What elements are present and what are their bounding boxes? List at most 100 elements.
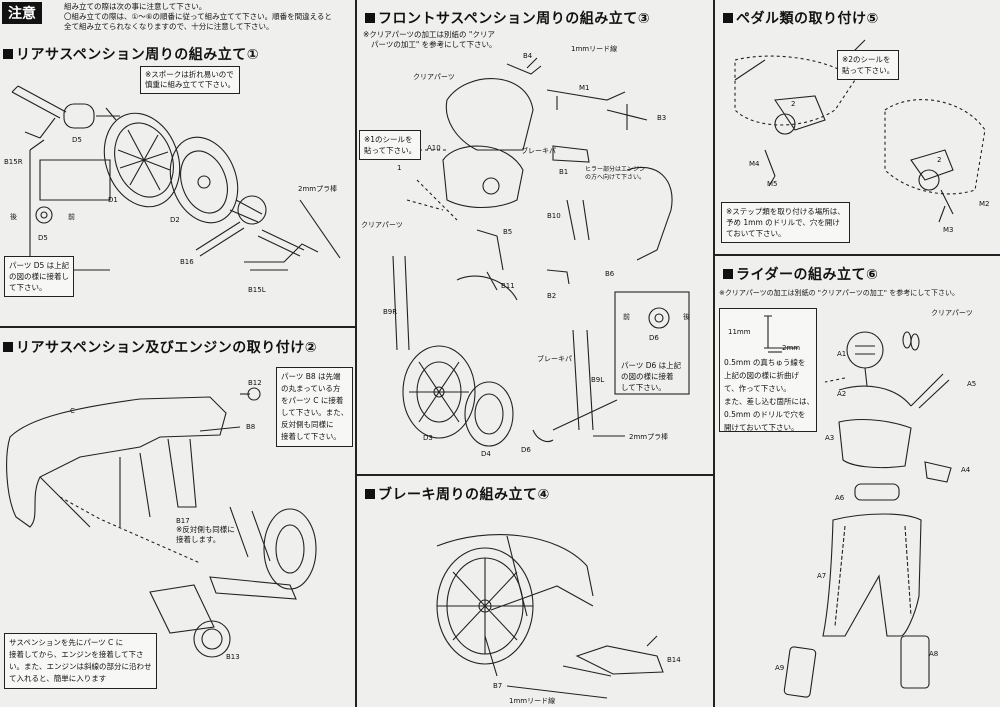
part-label: C [70, 407, 75, 415]
caution-line-1: 組み立ての際は次の事に注意して下さい。 [64, 2, 207, 11]
step3-lamp-note-1: ヒラー部分はエンジン [585, 166, 646, 173]
divider-step3-step4 [355, 474, 713, 476]
part-label: B15R [4, 158, 23, 166]
step3-seal-note: ※1のシールを 貼って下さい。 [359, 130, 422, 160]
part-label: A9 [775, 664, 785, 672]
part-label: B9R [383, 308, 398, 316]
step4-title: ブレーキ周りの組み立て④ [365, 484, 550, 504]
panel-step4: ブレーキ周りの組み立て④ B7 B14 1mmリード線 [357, 476, 713, 707]
step5-title: ペダル類の取り付け⑤ [723, 8, 879, 28]
step6-title: ライダーの組み立て⑥ [723, 264, 878, 284]
part-label: B4 [523, 52, 533, 60]
part-label: 2mmプラ棒 [298, 185, 338, 193]
step4-illustration [436, 534, 664, 699]
step6-illustration [783, 331, 952, 698]
part-label: M3 [943, 226, 954, 234]
step2-b8-note: パーツ B8 は先端 の丸まっている方 をパーツ C に接着 して下さい。また、… [276, 367, 354, 447]
step2-title: リアサスペンション及びエンジンの取り付け② [3, 337, 317, 357]
panel-header-step1: 注意 組み立ての際は次の事に注意して下さい。 〇組み立ての際は、①～⑥の順番に従… [0, 0, 355, 326]
part-label: A7 [817, 572, 827, 580]
part-label: 1 [397, 164, 402, 172]
step3-title: フロントサスペンション周りの組み立て③ [365, 8, 650, 28]
step4-lead-label: 1mmリード線 [509, 697, 556, 705]
divider-left [355, 0, 357, 707]
part-label: B10 [547, 212, 561, 220]
side-label-rear: 後 [10, 213, 17, 221]
part-label: B5 [503, 228, 513, 236]
part-label: A6 [835, 494, 845, 502]
side-label-front: 前 [68, 213, 75, 221]
title-marker-icon [365, 13, 375, 23]
part-label: M5 [767, 180, 778, 188]
part-label: D6 [521, 446, 531, 454]
step1-d5-note: パーツ D5 は上記 の図の様に接着し て下さい。 [4, 256, 75, 297]
part-label: B12 [248, 379, 262, 387]
part-label: B15L [248, 286, 266, 294]
part-label: B6 [605, 270, 615, 278]
part-label: D5 [72, 136, 82, 144]
part-label: M2 [979, 200, 990, 208]
part-label: D3 [423, 434, 433, 442]
step3-lamp-note-2: の方へ向けて下さい。 [585, 174, 646, 181]
part-label: A5 [967, 380, 977, 388]
part-label: A4 [961, 466, 971, 474]
step2-illustration [6, 375, 341, 658]
part-label: A1 [837, 350, 847, 358]
part-label: クリアパーツ [413, 73, 455, 81]
step5-seal-note: ※2のシールを 貼って下さい。 [837, 50, 900, 80]
step6-wire-note: 11mm 2mm 0.5mm の真ちゅう線を 上記の図の様に折曲げ て、作って下… [719, 308, 817, 432]
caution-badge: 注意 [2, 2, 42, 24]
panel-step6: ライダーの組み立て⑥ ※クリアパーツの加工は別紙の "クリアパーツの加工" を参… [715, 256, 1000, 707]
part-label: B9L [591, 376, 605, 384]
title-marker-icon [723, 269, 733, 279]
step6-clear-note: ※クリアパーツの加工は別紙の "クリアパーツの加工" を参考にして下さい。 [719, 289, 959, 297]
side-label-rear: 後 [683, 313, 690, 321]
part-label: B8 [246, 423, 256, 431]
caution-line-2: 〇組み立ての際は、①～⑥の順番に従って組み立てて下さい。順番を間違えると [64, 12, 332, 21]
part-label: B13 [226, 653, 240, 661]
step3-lead-label: 1mmリード線 [571, 45, 618, 53]
caution-line-3: 全て組み立てられなくなりますので、十分に注意して下さい。 [64, 22, 274, 31]
part-label: ブレーキパ [521, 147, 556, 155]
part-label: D4 [481, 450, 491, 458]
part-label: クリアパーツ [361, 221, 403, 229]
title-marker-icon [365, 489, 375, 499]
step3-illustration [377, 57, 690, 447]
panel-step5: ペダル類の取り付け⑤ ※2のシールを 貼って下さい。 ※ステップ類を取り付ける場… [715, 0, 1000, 254]
part-label: A3 [825, 434, 835, 442]
wire-bend-diagram: 11mm 2mm [724, 312, 812, 356]
part-label: D1 [108, 196, 118, 204]
step2-b17-note: ※反対側も同様に 接着します。 [176, 525, 235, 544]
panel-step2: リアサスペンション及びエンジンの取り付け② B12 B8 B8 C B17 B1… [0, 327, 355, 707]
part-label: A2 [837, 390, 847, 398]
part-label: 2 [791, 100, 796, 108]
part-label: A10 [427, 144, 441, 152]
part-label: B3 [657, 114, 667, 122]
part-label: B14 [667, 656, 681, 664]
part-label: B16 [180, 258, 194, 266]
part-label: ブレーキパ [537, 355, 572, 363]
part-label: D2 [170, 216, 180, 224]
step3-clear-note-2: パーツの加工" を参考にして下さい。 [371, 40, 497, 49]
part-label: A8 [929, 650, 939, 658]
part-label: M1 [579, 84, 590, 92]
step6-clear-label: クリアパーツ [931, 309, 973, 317]
part-label: B11 [501, 282, 515, 290]
side-label-front: 前 [623, 313, 630, 321]
step2-suspension-note: サスペンションを先にパーツ C に 接着してから、エンジンを接着して下さ い。ま… [4, 633, 157, 689]
step5-drill-note: ※ステップ類を取り付ける場所は、 予め 1mm のドリルで、穴を開け ておいて下… [721, 202, 850, 243]
divider-step1-step2 [0, 326, 355, 328]
title-marker-icon [3, 342, 13, 352]
panel-step3: フロントサスペンション周りの組み立て③ ※クリアパーツの加工は別紙の "クリア … [357, 0, 713, 474]
part-label: 2 [937, 156, 942, 164]
divider-right [713, 0, 715, 707]
step3-d6-note: パーツ D6 は上記 の図の様に接着 して下さい。 [621, 361, 682, 392]
step3-rod-label: 2mmプラ棒 [629, 433, 669, 441]
title-marker-icon [3, 49, 13, 59]
part-label: B7 [493, 682, 503, 690]
part-label: B2 [547, 292, 557, 300]
title-marker-icon [723, 13, 733, 23]
part-label: M4 [749, 160, 760, 168]
part-label: D6 [649, 334, 659, 342]
divider-step5-step6 [713, 254, 1000, 256]
